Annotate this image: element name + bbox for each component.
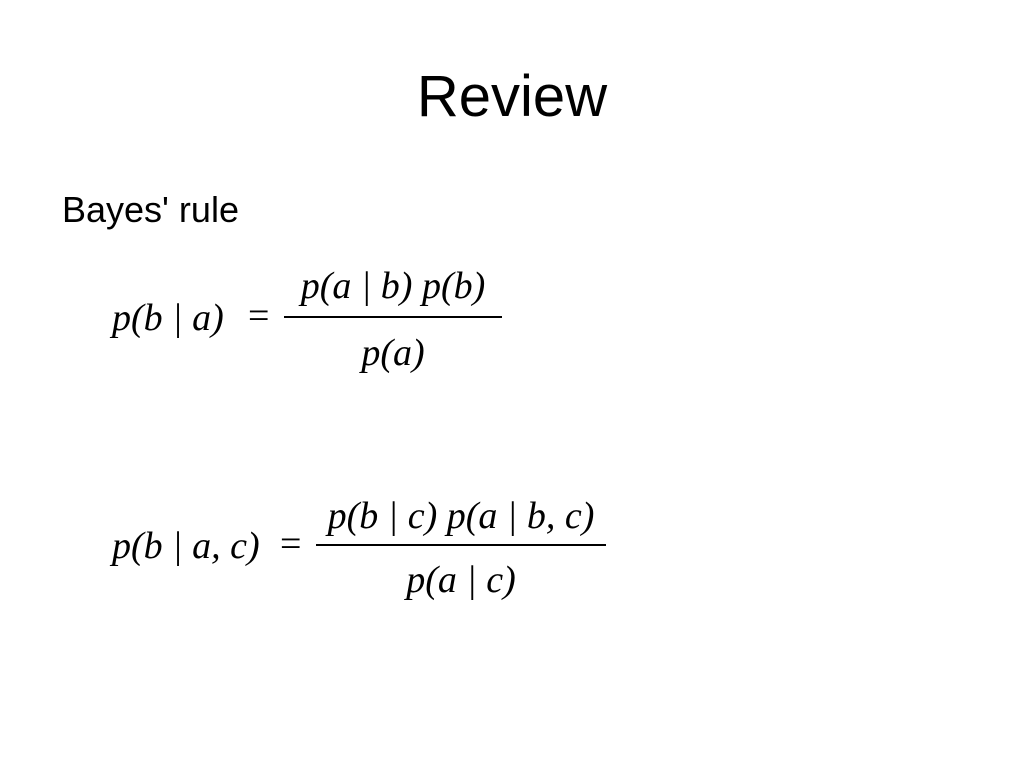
equation-numerator: p(a | b) p(b) bbox=[300, 265, 486, 307]
fraction-bar bbox=[316, 544, 606, 546]
slide-title: Review bbox=[416, 64, 608, 129]
section-label: Bayes' rule bbox=[62, 189, 239, 230]
equation-denominator: p(a | c) bbox=[406, 559, 516, 601]
equation-denominator: p(a) bbox=[361, 332, 425, 374]
equation-lhs: p(b | a, c) bbox=[112, 525, 260, 567]
equals-sign: = bbox=[248, 295, 270, 337]
equation-numerator: p(b | c) p(a | b, c) bbox=[327, 495, 595, 537]
equation-lhs: p(b | a) bbox=[112, 297, 224, 339]
fraction-bar bbox=[284, 316, 502, 318]
equals-sign: = bbox=[280, 523, 302, 565]
